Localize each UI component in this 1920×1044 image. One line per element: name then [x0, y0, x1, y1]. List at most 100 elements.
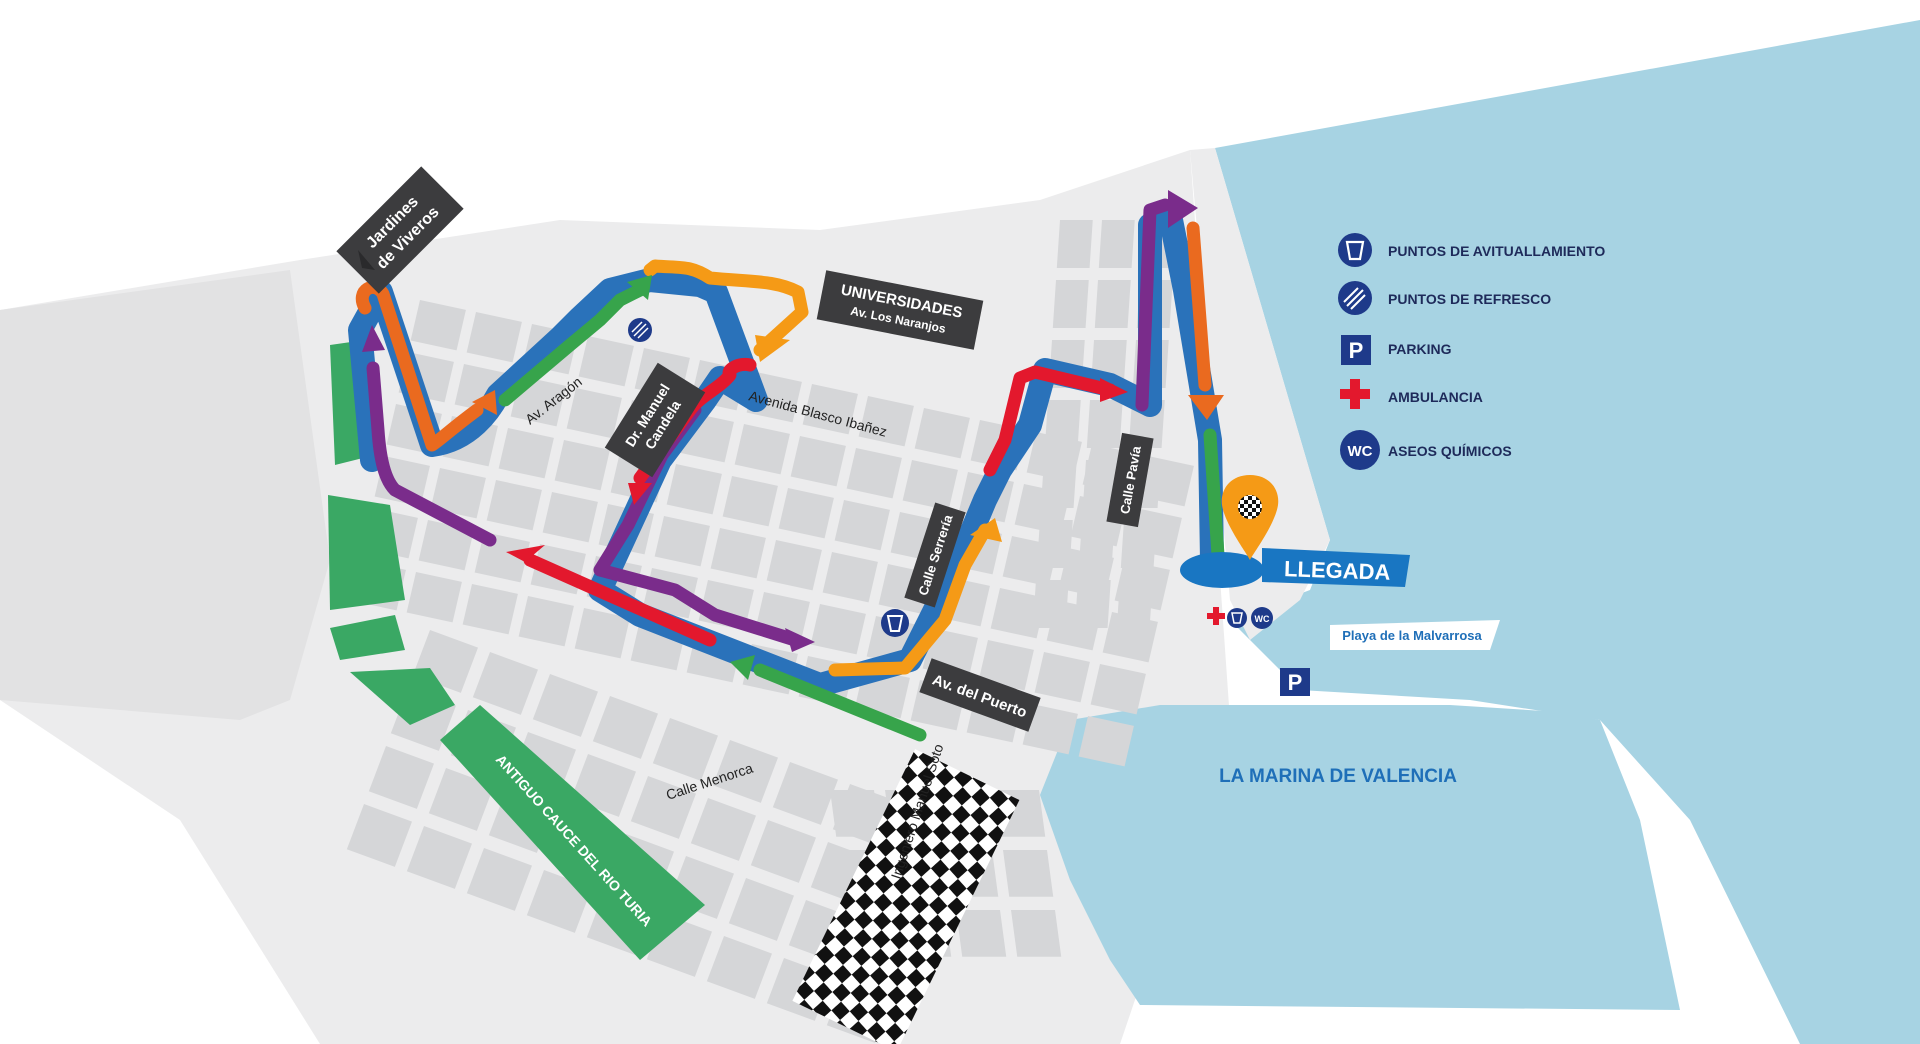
city-block [654, 516, 710, 567]
city-block [802, 384, 858, 435]
city-block [578, 336, 634, 387]
arrow-head [755, 335, 790, 362]
legend-item: PUNTOS DE REFRESCO [1338, 281, 1551, 315]
parking-icon [1280, 668, 1310, 696]
checkered-flag-icon [1238, 495, 1262, 519]
arrow-head [627, 275, 652, 300]
route-green-aragon [498, 283, 647, 407]
city-block [712, 740, 778, 803]
city-block [750, 820, 816, 883]
city-block [498, 428, 554, 479]
route-green-finish [1203, 428, 1225, 562]
route-orange-left [355, 281, 484, 452]
arrow-head [628, 483, 652, 505]
city-block [1034, 652, 1090, 703]
city-block [822, 552, 878, 603]
city-block [846, 448, 902, 499]
legend-item: P PARKING [1341, 335, 1452, 365]
legend-label: ASEOS QUÍMICOS [1388, 443, 1512, 459]
cup-icon-glyph [1231, 612, 1243, 624]
cup-icon-glyph [886, 615, 904, 632]
parks [328, 340, 705, 960]
city-block [728, 878, 794, 941]
city-block [990, 588, 1046, 639]
flag-universidades: UNIVERSIDADES Av. Los Naranjos [816, 270, 984, 350]
service-points: LLEGADA WC Playa de la Malvarrosa P [628, 318, 1500, 696]
arrow-head [506, 545, 545, 562]
finish-platform [1180, 552, 1264, 588]
city-block [978, 640, 1034, 691]
legend: PUNTOS DE AVITUALLAMIENTO PUNTOS DE REFR… [1338, 233, 1605, 470]
city-block [1032, 580, 1069, 628]
arrow-head [362, 325, 385, 352]
arrow-head [730, 655, 755, 680]
playa-label: Playa de la Malvarrosa [1342, 628, 1482, 643]
flag-dr-candela: Dr. Manuel Candela [604, 362, 706, 478]
flag-shape [336, 166, 464, 294]
city-block [1040, 460, 1077, 508]
city-block [834, 500, 890, 551]
city-block [518, 596, 574, 647]
city-block [1098, 220, 1135, 268]
wc-icon-text: WC [1255, 614, 1270, 624]
city-block [772, 762, 838, 825]
arrow-head [970, 518, 1002, 542]
parking-icon [1341, 335, 1371, 365]
city-block [592, 696, 658, 759]
city-block [914, 408, 970, 459]
city-block [418, 520, 474, 571]
city-block [1082, 460, 1119, 508]
finish-banner-shape [1262, 548, 1410, 587]
flag-calle-pavia: Calle Pavía [1106, 432, 1154, 528]
city-block [1011, 910, 1062, 957]
ambulance-cross-icon [1340, 379, 1370, 409]
route-red-pavia [983, 365, 1117, 477]
city-block [1078, 716, 1134, 767]
cup-icon [1227, 608, 1247, 628]
city-block [466, 848, 532, 911]
city-block [554, 440, 610, 491]
city-block [734, 424, 790, 475]
city-block [462, 584, 518, 635]
outer-gray-area [0, 270, 330, 720]
city-block [346, 804, 412, 867]
city-block [690, 798, 756, 861]
city-block [1052, 280, 1089, 328]
legend-item: WC ASEOS QUÍMICOS [1340, 430, 1512, 470]
city-block [566, 388, 622, 439]
park-turia-1 [350, 668, 455, 725]
city-block [1120, 520, 1157, 568]
arrow-head [1100, 378, 1128, 402]
arrow-head [1168, 190, 1198, 228]
start-line-checkered [792, 749, 1020, 1044]
city-block [858, 396, 914, 447]
city-block [406, 572, 462, 623]
city-block [1022, 704, 1078, 755]
route-orange-north [643, 259, 809, 357]
route-red-west [523, 553, 717, 647]
parking-icon-text: P [1288, 670, 1303, 695]
city-block [830, 790, 881, 837]
playa-label-box [1330, 620, 1500, 650]
city-block [428, 768, 494, 831]
legend-label: PUNTOS DE REFRESCO [1388, 291, 1551, 307]
city-block [956, 910, 1007, 957]
cup-icon-glyph [1345, 240, 1365, 261]
city-block [466, 312, 522, 363]
legend-item: PUNTOS DE AVITUALLAMIENTO [1338, 233, 1605, 267]
route-orange-serreria [828, 523, 992, 677]
cup-icon [881, 609, 909, 637]
cup-icon [1338, 233, 1372, 267]
city-block [574, 608, 630, 659]
marina-label: LA MARINA DE VALENCIA [1219, 766, 1457, 787]
flag-shape [816, 270, 984, 350]
city-block [1074, 580, 1111, 628]
park-turia [440, 705, 705, 960]
city-block [430, 468, 486, 519]
wc-icon [1251, 607, 1273, 629]
city-block [542, 492, 598, 543]
city-block [532, 674, 598, 737]
city-block [810, 604, 866, 655]
